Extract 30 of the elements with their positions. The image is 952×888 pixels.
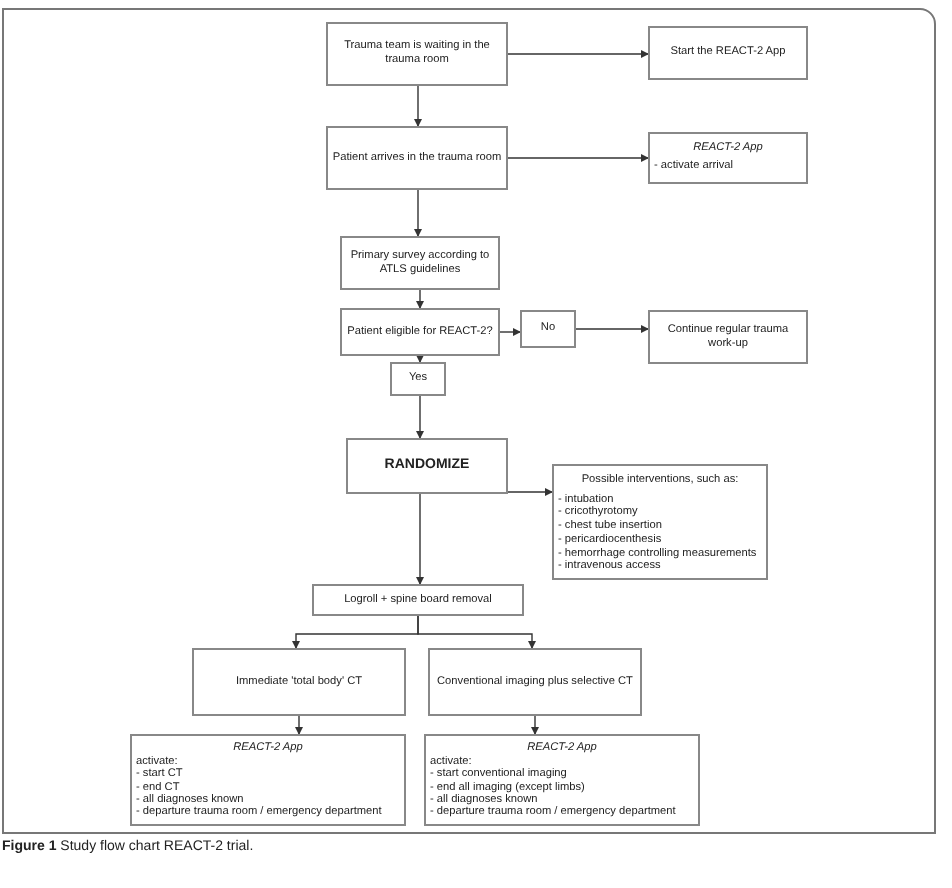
- process-box: [390, 362, 446, 396]
- process-box: [192, 648, 406, 716]
- process-box: [326, 22, 508, 86]
- process-box: [648, 26, 808, 80]
- process-box: [340, 236, 500, 290]
- arrow: [575, 325, 649, 333]
- process-box: [312, 584, 524, 616]
- process-box: [648, 310, 808, 364]
- process-box: [552, 464, 768, 580]
- arrow: [414, 189, 422, 237]
- arrow: [507, 50, 649, 58]
- arrow: [414, 85, 422, 127]
- arrow: [417, 615, 536, 649]
- arrow: [499, 328, 521, 336]
- process-box: [428, 648, 642, 716]
- arrow: [416, 289, 424, 309]
- arrow: [295, 715, 303, 735]
- arrow: [416, 395, 424, 439]
- arrow: [507, 154, 649, 162]
- process-box: [340, 308, 500, 356]
- process-box: [346, 438, 508, 494]
- process-box: [326, 126, 508, 190]
- process-box: [130, 734, 406, 826]
- arrow: [531, 715, 539, 735]
- arrow: [507, 488, 553, 496]
- arrow: [416, 493, 424, 585]
- arrow: [416, 355, 424, 363]
- process-box: [424, 734, 700, 826]
- process-box: [520, 310, 576, 348]
- process-box: [648, 132, 808, 184]
